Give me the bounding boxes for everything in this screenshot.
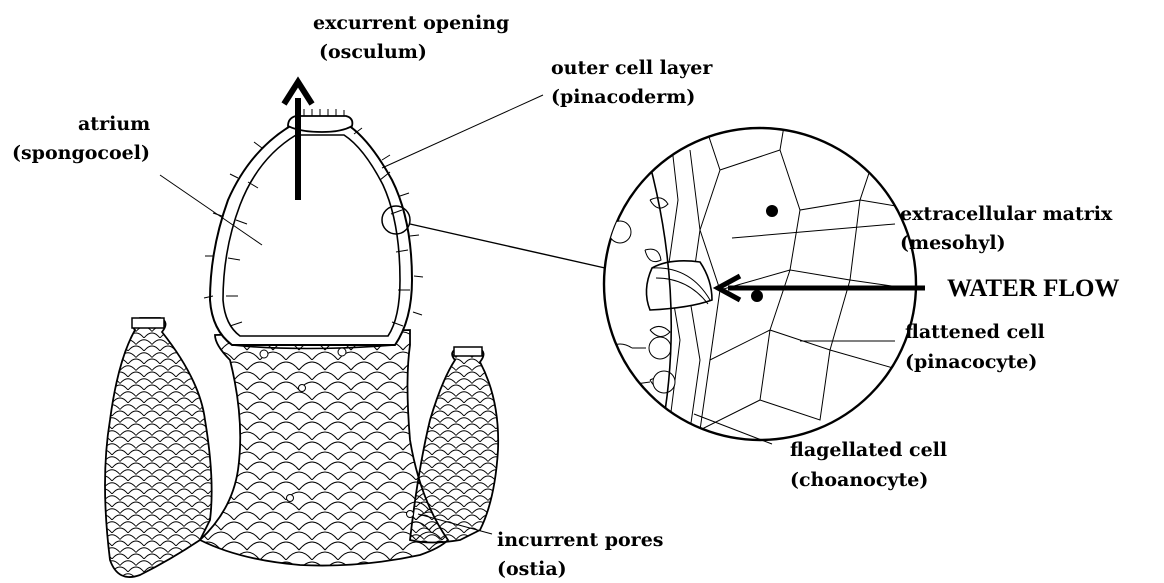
ostia-label: (ostia) — [497, 558, 567, 580]
water-flow-label: WATER FLOW — [947, 275, 1119, 302]
spongocoel-label: (spongocoel) — [12, 142, 150, 164]
osculum-label: (osculum) — [319, 41, 427, 63]
pinacoderm-leader — [382, 95, 543, 168]
choanocyte-label: (choanocyte) — [790, 469, 928, 491]
flagellated-cell-label: flagellated cell — [790, 439, 947, 461]
incurrent-pores-label: incurrent pores — [497, 529, 663, 551]
magnify-connector — [410, 224, 605, 268]
left-bud-rim — [132, 318, 164, 328]
outer-cell-layer-label: outer cell layer — [551, 57, 713, 79]
magnified-view — [568, 90, 920, 440]
pinacoderm-label: (pinacoderm) — [551, 86, 695, 108]
flattened-cell-label: flattened cell — [905, 321, 1045, 343]
sponge-body — [105, 109, 498, 577]
ostium-1 — [260, 350, 268, 358]
pinacocyte-nucleus-1 — [766, 205, 778, 217]
spongocoel-wall — [210, 125, 412, 345]
atrium-label: atrium — [78, 113, 150, 135]
right-bud-rim — [454, 347, 482, 356]
mesohyl-label: (mesohyl) — [900, 232, 1006, 254]
pinacocyte-label: (pinacocyte) — [905, 351, 1037, 373]
ostium-3 — [299, 385, 306, 392]
main-body-lower — [200, 330, 448, 566]
extracellular-matrix-label: extracellular matrix — [900, 203, 1113, 225]
osculum-fringe — [296, 109, 344, 116]
ostium-2 — [338, 348, 346, 356]
excurrent-opening-label: excurrent opening — [313, 12, 509, 34]
ostium-5 — [287, 495, 294, 502]
pinacocyte-nucleus-2 — [751, 290, 763, 302]
left-bud — [105, 318, 212, 577]
ostium-4 — [407, 511, 414, 518]
